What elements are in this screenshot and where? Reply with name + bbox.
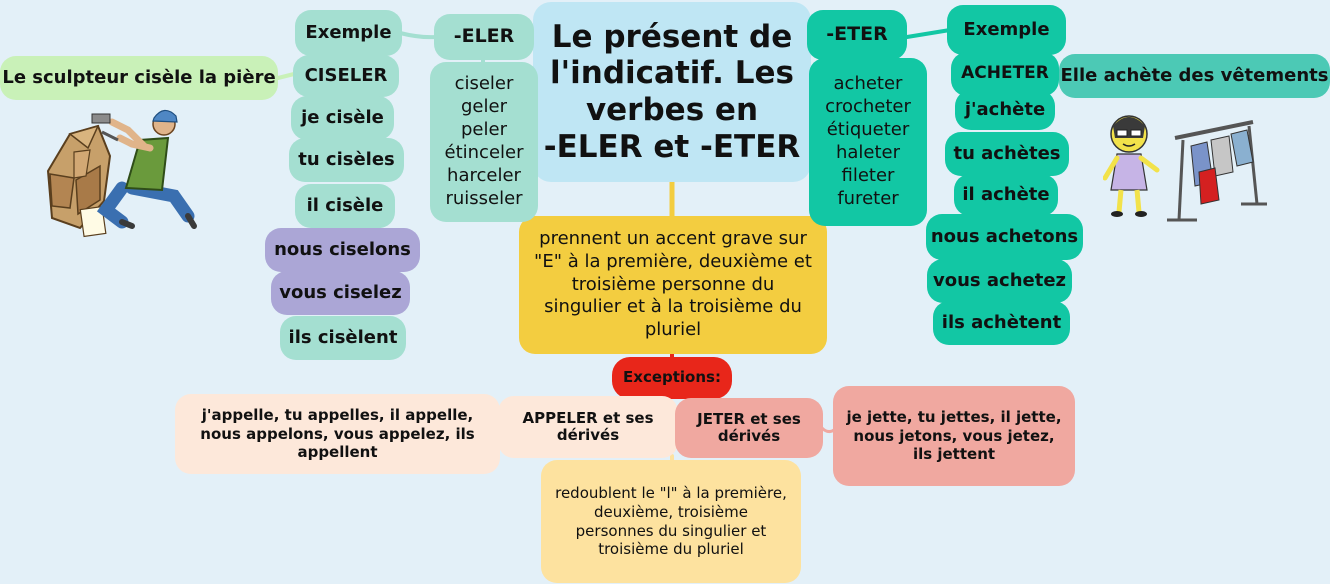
shopper-illustration [1103, 115, 1267, 222]
eter-verb: fileter [841, 164, 895, 186]
eler-verb: geler [461, 96, 507, 118]
eler-example-label: Exemple [295, 10, 402, 56]
title-line: Le présent de [551, 18, 793, 55]
eter-header: -ETER [807, 10, 907, 60]
eler-conj-3: il cisèle [295, 184, 395, 228]
eler-conj-1: je cisèle [291, 96, 394, 140]
eler-verb: harceler [447, 164, 521, 186]
eter-conj-4: nous achetons [926, 214, 1083, 260]
eter-sentence: Elle achète des vêtements [1059, 54, 1330, 98]
jeter-conjugation: je jette, tu jettes, il jette, nous jeto… [833, 386, 1075, 486]
appeler-conjugation: j'appelle, tu appelles, il appelle, nous… [175, 394, 500, 474]
eter-verb: fureter [837, 187, 899, 209]
jeter-label: JETER et ses dérivés [675, 398, 823, 458]
eter-example-verb: ACHETER [951, 52, 1059, 96]
eter-conj-1: j'achète [955, 90, 1055, 130]
eler-verb: ruisseler [445, 187, 523, 209]
exceptions-label: Exceptions: [612, 357, 732, 399]
eler-conj-5: vous ciselez [271, 271, 410, 315]
eter-verb: étiqueter [826, 119, 910, 141]
eler-verb: ciseler [454, 73, 514, 95]
eler-sentence: Le sculpteur cisèle la pière [0, 56, 278, 100]
eter-verb: acheter [833, 73, 903, 95]
title-box: Le présent de l'indicatif. Les verbes en… [533, 2, 811, 182]
appeler-label: APPELER et ses dérivés [498, 396, 678, 458]
eler-example-verb: CISELER [293, 55, 399, 97]
eler-verb: étinceler [444, 142, 524, 163]
accent-rule-box: prennent un accent grave sur "E" à la pr… [519, 216, 827, 354]
eter-conj-2: tu achètes [945, 132, 1069, 176]
eter-conj-3: il achète [954, 174, 1058, 216]
eler-verb-list: ciseler geler peler étinceler harceler r… [430, 62, 538, 222]
eler-conj-2: tu cisèles [289, 138, 404, 182]
title-line: verbes en [585, 92, 759, 128]
exceptions-rule: redoublent le "l" à la première, deuxièm… [541, 460, 801, 583]
eler-verb: peler [461, 119, 507, 141]
eter-verb: haleter [835, 142, 901, 163]
title-line: l'indicatif. Les [550, 55, 794, 92]
title-line: -ELER et -ETER [543, 128, 801, 165]
eter-conj-6: ils achètent [933, 301, 1070, 345]
eler-conj-4: nous ciselons [265, 228, 420, 272]
eter-example-label: Exemple [947, 5, 1066, 55]
eler-conj-6: ils cisèlent [280, 316, 406, 360]
eter-verb-list: acheter crocheter étiqueter haleter file… [809, 58, 927, 226]
eter-verb: crocheter [825, 96, 911, 118]
eler-header: -ELER [434, 14, 534, 60]
sculptor-illustration [46, 109, 197, 238]
eter-conj-5: vous achetez [927, 259, 1072, 303]
